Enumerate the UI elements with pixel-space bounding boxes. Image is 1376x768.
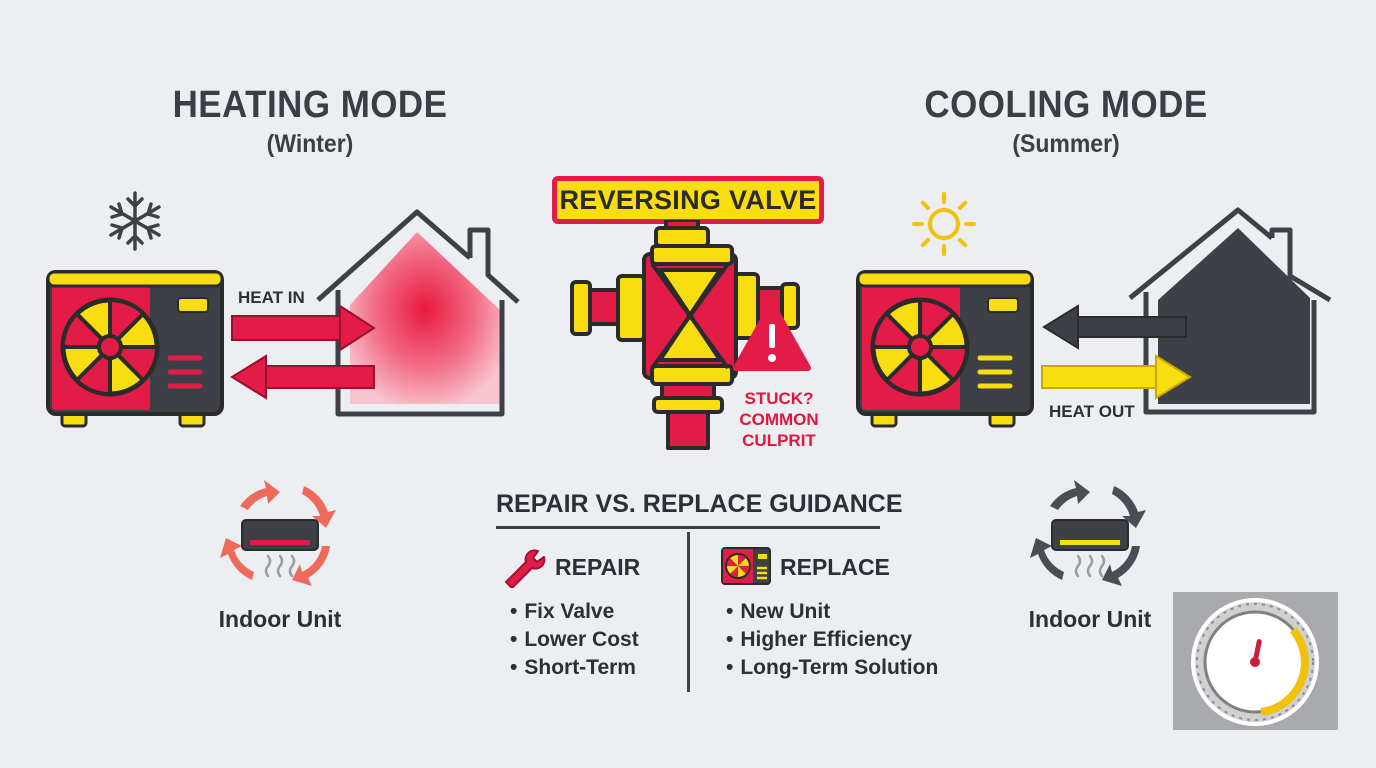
heating-mode-subtitle: (Winter) (266, 130, 354, 158)
replace-heading: REPLACE (780, 554, 890, 580)
guidance-divider (496, 526, 880, 529)
warning-text: STUCK? COMMON CULPRIT (716, 388, 842, 451)
replace-item: New Unit (726, 598, 938, 626)
warning-line-3: CULPRIT (742, 431, 816, 450)
indoor-unit-heating (220, 480, 336, 586)
warning-line-2: COMMON (739, 410, 819, 429)
return-arrow-heating (230, 354, 375, 400)
wrench-icon (505, 549, 546, 588)
indoor-unit-label-cooling: Indoor Unit (1028, 606, 1152, 632)
indoor-unit-label-heating: Indoor Unit (218, 606, 342, 632)
outdoor-unit-heating (46, 270, 224, 428)
replace-item: Higher Efficiency (726, 626, 938, 654)
outdoor-unit-cooling (856, 270, 1034, 428)
replace-item: Long-Term Solution (726, 654, 938, 682)
cooling-mode-subtitle: (Summer) (1012, 130, 1120, 158)
cooling-mode-title: COOLING MODE (924, 84, 1208, 126)
heat-out-label: HEAT OUT (1049, 402, 1135, 421)
indoor-unit-cooling (1030, 480, 1146, 586)
heat-out-arrow (1041, 354, 1192, 400)
heating-illustration (46, 191, 520, 428)
guidance-column-divider (687, 532, 690, 692)
heat-in-label: HEAT IN (238, 288, 305, 307)
repair-list: Fix Valve Lower Cost Short-Term (510, 598, 639, 682)
house-heating (316, 209, 520, 417)
warning-icon (733, 301, 811, 371)
repair-item: Lower Cost (510, 626, 638, 654)
heat-pump-icon (721, 547, 771, 585)
replace-list: New Unit Higher Efficiency Long-Term Sol… (726, 598, 938, 682)
reversing-valve-illustration (570, 220, 811, 450)
guidance-title: REPAIR VS. REPLACE GUIDANCE (496, 490, 903, 518)
gauge-icon (1191, 598, 1319, 726)
repair-heading: REPAIR (555, 554, 641, 580)
repair-item: Short-Term (510, 654, 639, 682)
heat-in-arrow (231, 304, 376, 352)
house-cooling (1128, 207, 1332, 415)
repair-item: Fix Valve (510, 598, 639, 626)
cooling-illustration (856, 192, 1332, 428)
reversing-valve-banner: REVERSING VALVE (552, 176, 824, 224)
heating-mode-title: HEATING MODE (172, 84, 448, 126)
gauge-badge (1173, 592, 1338, 730)
sun-icon (912, 192, 976, 256)
return-arrow-cooling (1042, 304, 1187, 350)
warning-line-1: STUCK? (744, 389, 814, 408)
snowflake-icon (109, 191, 161, 251)
